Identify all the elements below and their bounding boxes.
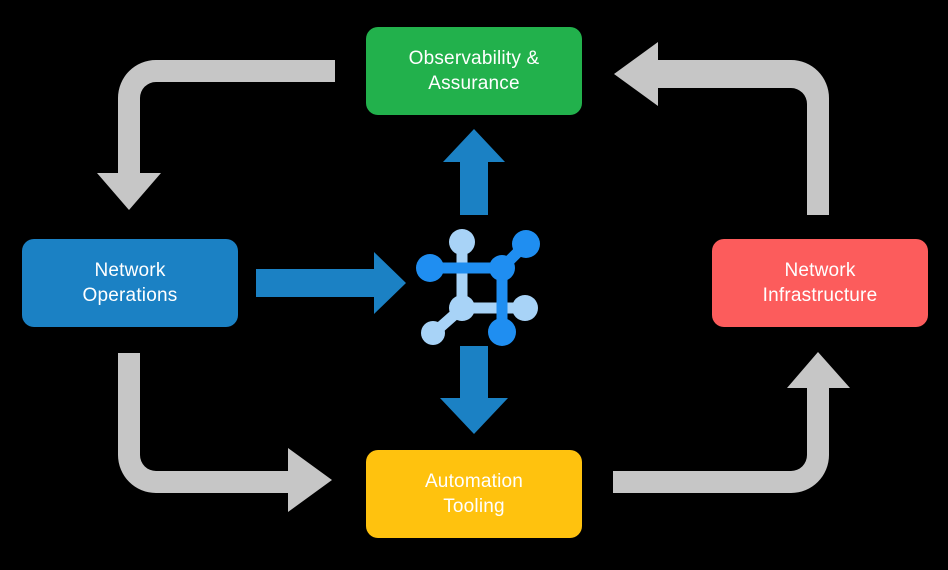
node-box-automation-tooling[interactable]: Automation Tooling <box>366 450 582 538</box>
node-box-network-infrastructure[interactable]: Network Infrastructure <box>712 239 928 327</box>
gray-arrow-observability-to-operations <box>97 60 335 210</box>
gray-arrow-infrastructure-to-observability <box>614 42 829 215</box>
topology-node-mid-right <box>512 295 538 321</box>
topology-node-top-right <box>512 230 540 258</box>
node-label-observability: Observability & Assurance <box>408 47 540 94</box>
node-box-observability[interactable]: Observability & Assurance <box>366 27 582 115</box>
node-label-automation-tooling: Automation Tooling <box>424 470 524 517</box>
network-topology-icon <box>416 229 540 346</box>
gray-arrow-operations-to-automation <box>118 353 332 512</box>
topology-node-bottom <box>488 318 516 346</box>
blue-arrow-operations-to-center <box>256 252 406 314</box>
node-box-network-operations[interactable]: Network Operations <box>22 239 238 327</box>
node-label-network-operations: Network Operations <box>82 259 178 306</box>
topology-node-left <box>416 254 444 282</box>
topology-nodes <box>416 229 540 346</box>
topology-node-center-left <box>449 295 475 321</box>
node-label-network-infrastructure: Network Infrastructure <box>762 259 878 306</box>
blue-arrow-center-to-automation <box>440 346 508 434</box>
topology-node-bottom-left <box>421 321 445 345</box>
topology-node-top-left <box>449 229 475 255</box>
gray-arrow-automation-to-infrastructure <box>613 352 850 493</box>
topology-node-hub <box>489 255 515 281</box>
blue-arrow-center-to-observability <box>443 129 505 215</box>
